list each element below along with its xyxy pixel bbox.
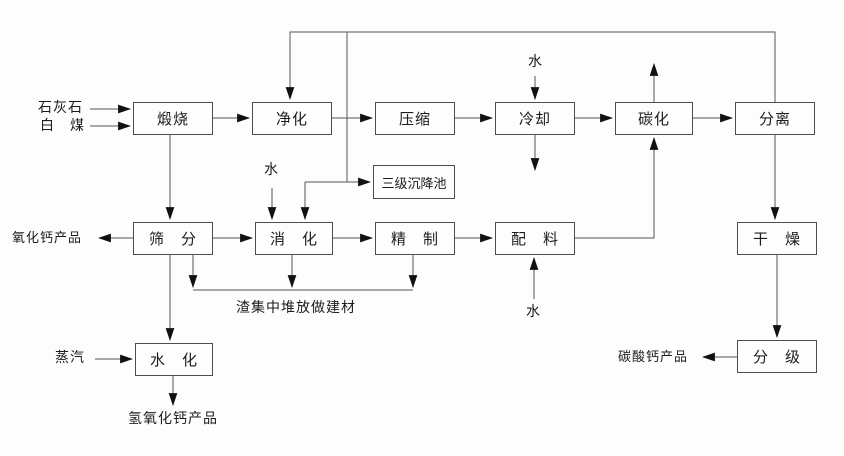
label-steam-input: 蒸汽: [55, 351, 85, 366]
node-carbonization: 碳化: [615, 102, 693, 135]
node-drying: 干 燥: [737, 222, 817, 255]
node-purification: 净化: [252, 102, 332, 135]
edge-separation-recycle-purification: [285, 31, 776, 102]
label-slag-note: 渣集中堆放做建材: [236, 301, 356, 316]
label-calcium-carbonate-product: 碳酸钙产品: [618, 349, 689, 364]
node-compression: 压缩: [375, 102, 455, 135]
node-calcination: 煅烧: [133, 102, 213, 135]
node-cooling: 冷却: [495, 102, 575, 135]
label-white-coal-input: 白 煤: [40, 119, 85, 134]
label-limestone-input: 石灰石: [38, 101, 83, 116]
label-water-input-batching: 水: [526, 305, 541, 320]
node-settling-pool: 三级沉降池: [373, 165, 455, 199]
node-classification: 分 级: [737, 340, 817, 373]
label-calcium-oxide-product: 氧化钙产品: [12, 230, 83, 245]
node-refining: 精 制: [375, 222, 455, 255]
label-water-input-digestion: 水: [264, 163, 279, 178]
node-batching: 配 料: [495, 222, 575, 255]
node-hydration: 水 化: [135, 343, 213, 376]
node-sieving: 筛 分: [133, 222, 213, 255]
label-water-input-cooling: 水: [528, 55, 543, 70]
label-calcium-hydroxide-product: 氢氧化钙产品: [128, 412, 218, 427]
edge-batching-carbonization: [575, 136, 659, 239]
node-separation: 分离: [735, 102, 815, 135]
node-digestion: 消 化: [255, 222, 333, 255]
